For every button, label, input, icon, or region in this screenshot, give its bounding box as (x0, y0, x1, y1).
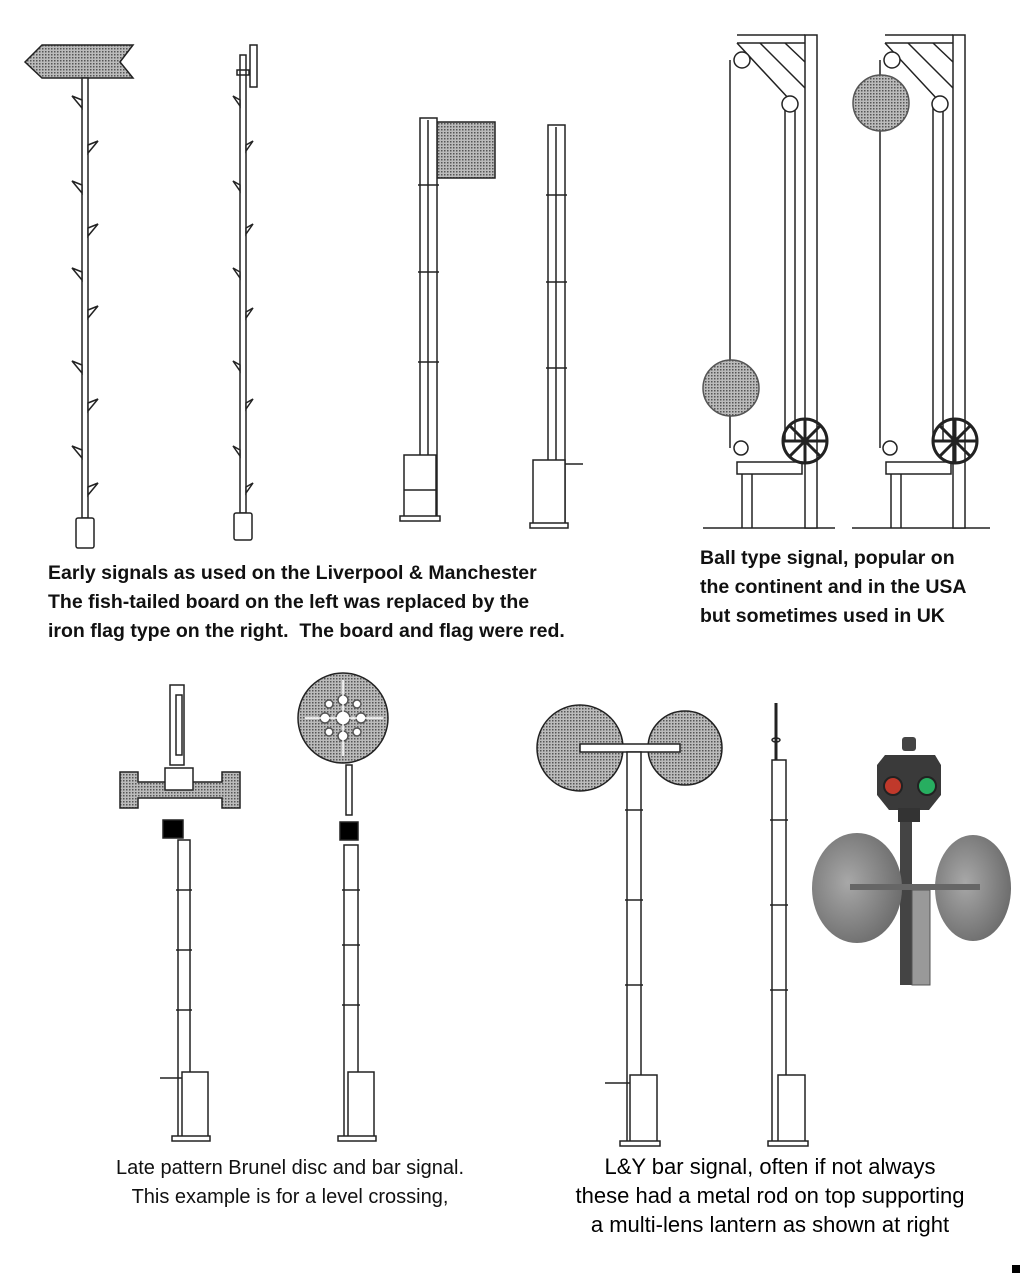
green-lens-icon (917, 776, 937, 796)
caption-line: but sometimes used in UK (700, 605, 945, 627)
red-lens-icon (883, 776, 903, 796)
ball-signal-raised (852, 34, 990, 529)
iron-flag-signal (399, 117, 496, 522)
brunel-bar-signal (119, 684, 241, 1142)
caption-line: a multi-lens lantern as shown at right (590, 1212, 950, 1237)
multi-lens-lantern-image (812, 735, 1011, 987)
caption-ly-bar-signal: L&Y bar signal, often if not always thes… (520, 1152, 1020, 1239)
caption-line: This example is for a level crossing, (131, 1186, 449, 1208)
caption-line: Early signals as used on the Liverpool &… (48, 562, 537, 584)
iron-flag-signal-side (529, 124, 583, 529)
caption-brunel-signal: Late pattern Brunel disc and bar signal.… (70, 1154, 510, 1212)
caption-line: the continent and in the USA (700, 576, 967, 598)
caption-line: Late pattern Brunel disc and bar signal. (116, 1157, 464, 1179)
caption-line: Ball type signal, popular on (700, 547, 955, 569)
caption-ball-signal: Ball type signal, popular on the contine… (700, 544, 967, 631)
ball-signal-lowered (702, 34, 835, 529)
fishtail-board-signal (23, 44, 135, 549)
caption-line: The fish-tailed board on the left was re… (48, 591, 530, 613)
caption-line: iron flag type on the right. The board a… (48, 620, 565, 642)
brunel-disc-signal (297, 672, 389, 1142)
ly-bar-signal (536, 704, 723, 1147)
caption-early-signals: Early signals as used on the Liverpool &… (48, 559, 565, 646)
caption-line: these had a metal rod on top supporting (575, 1183, 965, 1208)
caption-line: L&Y bar signal, often if not always (604, 1154, 936, 1179)
ly-bar-signal-side (767, 703, 809, 1147)
fishtail-board-signal-side (232, 44, 258, 541)
